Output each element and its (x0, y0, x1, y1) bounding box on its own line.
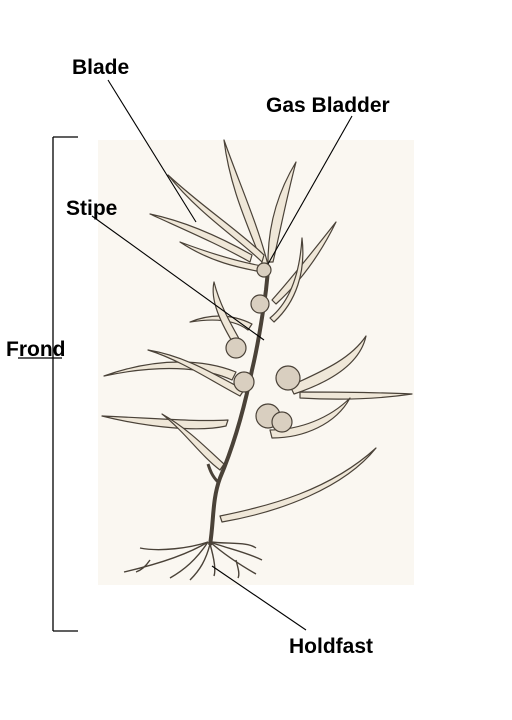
blade-leader-line (107, 79, 197, 223)
holdfast-leader-line (211, 565, 307, 631)
blade-shape (149, 213, 253, 263)
stipe-shape (208, 267, 270, 546)
holdfast-shape (123, 541, 263, 581)
gas-bladder-shape (275, 365, 301, 391)
blade-shape (269, 237, 304, 323)
gas-bladder-leader-line (267, 115, 353, 265)
blade-shape (161, 413, 225, 471)
gas-bladder-shape (233, 371, 255, 393)
blade-shape (179, 241, 263, 273)
gas-bladder-shape (256, 262, 272, 278)
blade-shape (212, 281, 243, 349)
blade-label: Blade (72, 56, 130, 79)
stipe-leader-line (91, 215, 265, 341)
blade-shape (267, 161, 297, 263)
stipe-shape (206, 463, 220, 484)
blade-shape (289, 335, 367, 395)
blade-shape (299, 391, 413, 400)
blade-shape (269, 397, 351, 439)
blade-shape (219, 447, 377, 523)
holdfast-label: Holdfast (289, 635, 373, 658)
frond-bracket (18, 136, 78, 632)
blade-shape (147, 349, 245, 397)
stipe-label: Stipe (66, 197, 118, 220)
gas-bladder-shape (250, 294, 270, 314)
illustration-plate (98, 140, 414, 585)
gas-bladder-shape (271, 411, 293, 433)
blade-shape (101, 415, 229, 430)
blade-shape (223, 139, 269, 269)
gas-bladder-label: Gas Bladder (266, 94, 390, 117)
frond-label: Frond (6, 338, 66, 361)
gas-bladder-shape (225, 337, 247, 359)
blade-shape (167, 174, 265, 263)
